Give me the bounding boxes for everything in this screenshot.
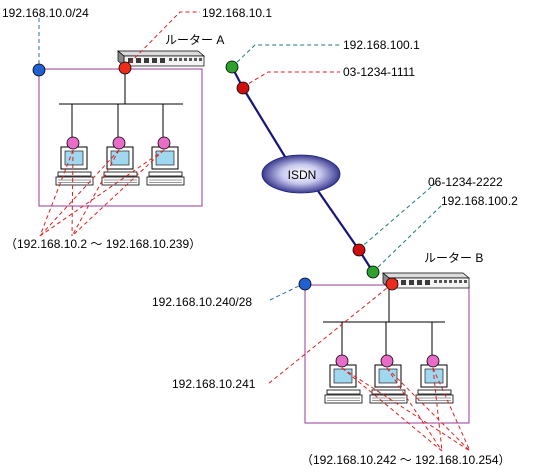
router-a-phone-label: 03-1234-1111	[343, 65, 415, 79]
router-b-name-label: ルーター B	[424, 251, 483, 265]
host-node	[426, 354, 440, 368]
host-node	[335, 354, 349, 368]
host-node	[157, 136, 171, 150]
router-a-isdn-node	[236, 81, 250, 95]
router-a-wan-port	[225, 60, 239, 74]
router-a-wan-ip-label: 192.168.100.1	[343, 38, 420, 52]
network-b-label: 192.168.10.240/28	[152, 295, 252, 309]
router-a-lan-port	[118, 61, 132, 75]
router-a-lan-ip-label: 192.168.10.1	[202, 6, 272, 20]
lan-b-bus	[323, 285, 445, 360]
leader-lines	[38, 11, 471, 452]
hosts-a-range-label: （192.168.10.2 ～ 192.168.10.239）	[5, 237, 201, 251]
router-b-lan-port	[385, 277, 399, 291]
router-b-phone-label: 06-1234-2222	[428, 175, 503, 189]
hosts-b-range-label: （192.168.10.242 ～ 192.168.10.254）	[301, 453, 511, 467]
nodes	[32, 60, 440, 368]
network-b-node	[298, 277, 312, 291]
host-node	[66, 136, 80, 150]
isdn-cloud-icon	[261, 154, 341, 194]
host-node	[380, 354, 394, 368]
isdn-label: ISDN	[288, 168, 317, 182]
network-a-label: 192.168.10.0/24	[2, 6, 89, 20]
host-node	[112, 136, 126, 150]
router-a-name-label: ルーター A	[165, 33, 224, 47]
computer-icon	[146, 146, 185, 186]
computer-icon	[101, 146, 140, 186]
lan-a-bus	[59, 70, 183, 142]
router-a-icon	[117, 50, 205, 67]
network-a-node	[32, 63, 46, 77]
computer-icon	[324, 364, 363, 404]
router-b-lan-ip-label: 192.168.10.241	[172, 377, 256, 391]
router-b-wan-port	[366, 265, 380, 279]
router-b-wan-ip-label: 192.168.100.2	[441, 194, 518, 208]
router-b-isdn-node	[352, 243, 366, 257]
